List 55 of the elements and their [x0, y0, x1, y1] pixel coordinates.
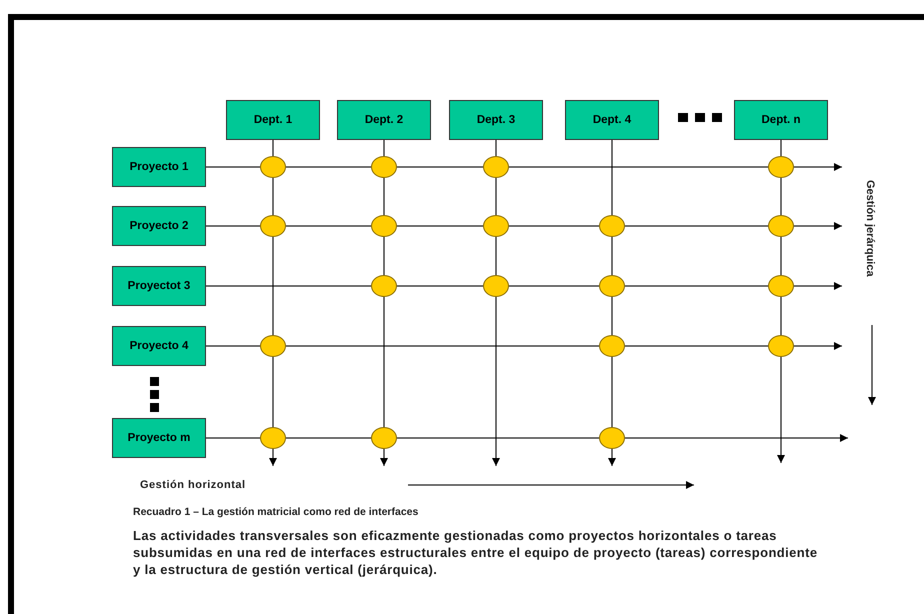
interface-circle: [599, 275, 625, 297]
project-box: Proyecto 2: [112, 206, 206, 246]
project-box: Proyecto 4: [112, 326, 206, 366]
caption: Recuadro 1 – La gestión matricial como red de interfaces: [133, 506, 418, 518]
axis-label: Gestión jerárquica: [864, 180, 876, 277]
project-box: Proyectot 3: [112, 266, 206, 306]
connector-line: [780, 178, 782, 216]
arrow: [794, 342, 842, 350]
connector-line: [272, 356, 274, 428]
arrow: [794, 222, 842, 230]
connector-line: [508, 166, 768, 168]
arrow: [794, 282, 842, 290]
interface-circle: [483, 156, 509, 178]
description-paragraph: Las actividades transversales son eficazmente gestionadas como proyectos horizontales o tareas subsumidas en una red de interfaces estructurales entre el equipo de proyecto (tareas) correspondiente y la estructura de gestión vertical (jerárquica).: [133, 527, 818, 578]
arrow: [794, 163, 842, 171]
interface-circle: [483, 215, 509, 237]
interface-circle: [371, 215, 397, 237]
connector-line: [396, 166, 484, 168]
interface-circle: [599, 427, 625, 449]
interface-circle: [483, 275, 509, 297]
interface-circle: [768, 275, 794, 297]
interface-circle: [371, 156, 397, 178]
arrow: [380, 448, 388, 466]
arrow: [777, 356, 785, 464]
interface-circle: [599, 215, 625, 237]
department-box: Dept. 3: [449, 100, 543, 140]
department-box: Dept. n: [734, 100, 828, 140]
connector-line: [272, 236, 274, 336]
interface-circle: [371, 427, 397, 449]
connector-line: [780, 140, 782, 156]
interface-circle: [371, 275, 397, 297]
project-box: Proyecto m: [112, 418, 206, 458]
interface-circle: [768, 335, 794, 357]
connector-line: [272, 140, 274, 156]
connector-line: [780, 296, 782, 336]
connector-line: [780, 236, 782, 276]
interface-circle: [599, 335, 625, 357]
connector-line: [272, 178, 274, 216]
arrow: [624, 434, 848, 442]
department-box: Dept. 4: [565, 100, 659, 140]
arrow: [269, 448, 277, 466]
interface-circle: [260, 335, 286, 357]
project-box: Proyecto 1: [112, 147, 206, 187]
interface-circle: [260, 156, 286, 178]
interface-circle: [260, 215, 286, 237]
connector-line: [206, 166, 260, 168]
connector-line: [286, 166, 372, 168]
axis-label: Gestión horizontal: [140, 479, 246, 491]
interface-circle: [768, 156, 794, 178]
department-box: Dept. 1: [226, 100, 320, 140]
department-box: Dept. 2: [337, 100, 431, 140]
arrow: [608, 448, 616, 466]
arrow: [492, 296, 500, 466]
interface-circle: [260, 427, 286, 449]
interface-circle: [768, 215, 794, 237]
